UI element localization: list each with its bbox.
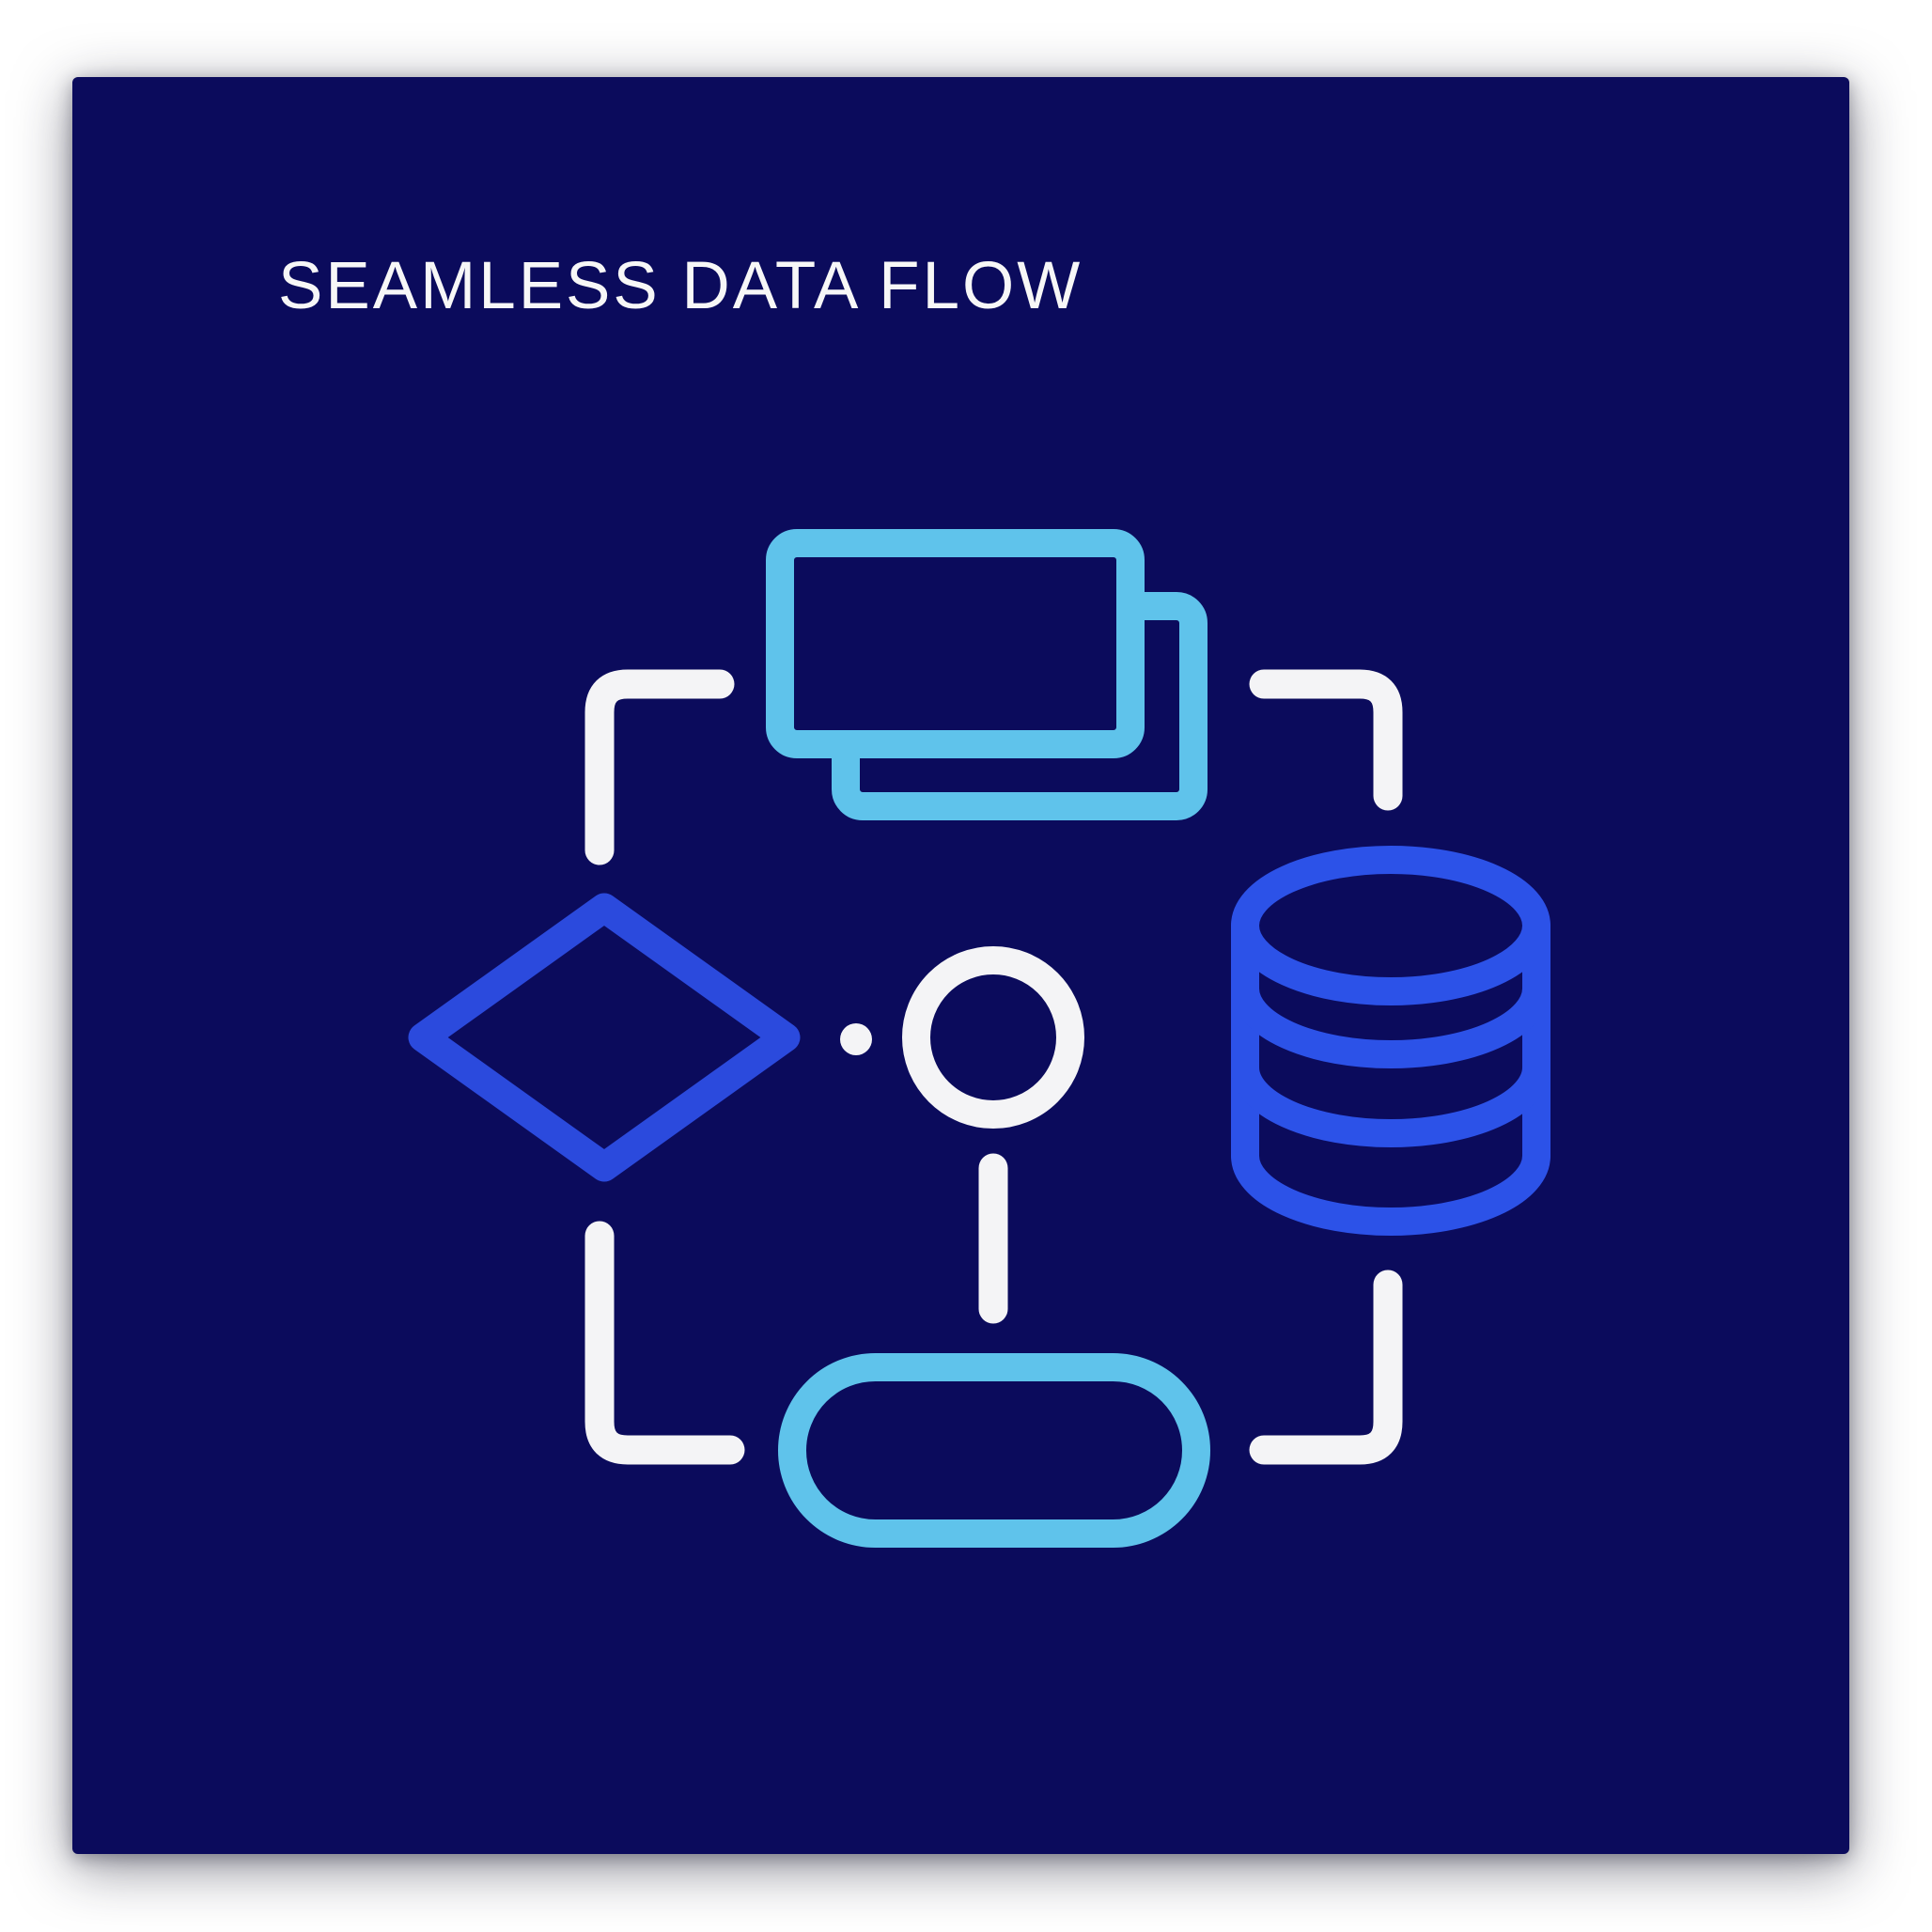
documents-node-icon — [766, 529, 1208, 820]
terminator-stadium-icon — [778, 1353, 1210, 1548]
document-front-rect — [766, 529, 1145, 758]
database-bottom — [1231, 1142, 1550, 1236]
database-band-1 — [1231, 974, 1550, 1068]
decision-diamond-icon — [408, 893, 801, 1182]
database-band-2 — [1231, 1053, 1550, 1147]
connector-elbow-top-right-icon — [1249, 669, 1403, 811]
database-cylinder-icon — [1231, 846, 1550, 1236]
connector-elbow-top-left-icon — [584, 669, 735, 865]
connector-elbow-bottom-right-icon — [1249, 1270, 1403, 1465]
connector-elbow-bottom-left-icon — [584, 1221, 745, 1465]
process-circle-icon — [902, 946, 1084, 1129]
connector-dot-icon — [840, 1023, 872, 1055]
poster-title: SEAMLESS DATA FLOW — [278, 249, 1083, 323]
database-top-rim — [1231, 846, 1550, 1005]
